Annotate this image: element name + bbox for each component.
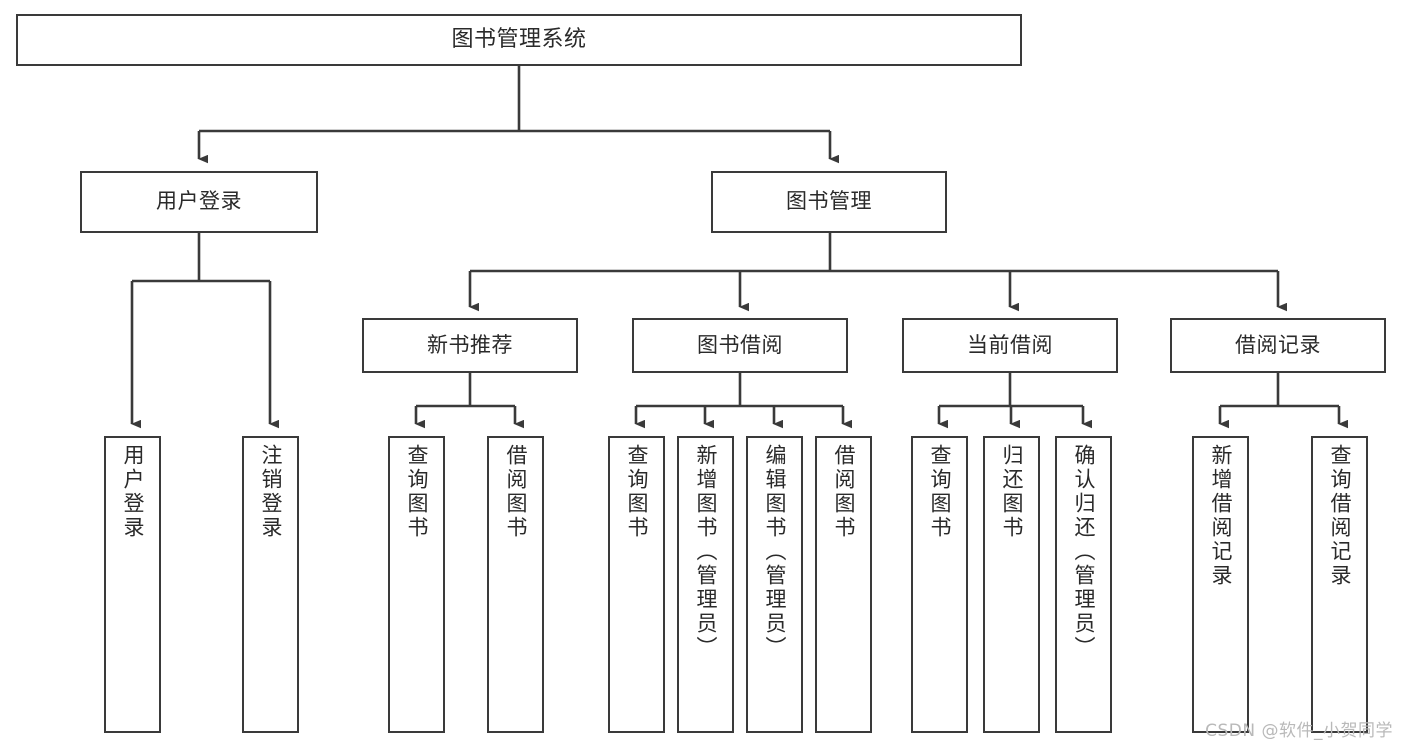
node-leaf-confirm-return-cb[interactable]: 确认归还（管理员） xyxy=(1055,436,1112,733)
node-leaf-query-book-bb[interactable]: 查询图书 xyxy=(608,436,665,733)
node-leaf-borrow-book-rec[interactable]: 借阅图书 xyxy=(487,436,544,733)
node-leaf-add-book-bb-label: 新增图书（管理员） xyxy=(694,444,718,660)
node-leaf-edit-book-bb[interactable]: 编辑图书（管理员） xyxy=(746,436,803,733)
node-current-borrow[interactable]: 当前借阅 xyxy=(902,318,1118,373)
node-leaf-user-logout-label: 注销登录 xyxy=(259,444,283,540)
node-leaf-add-book-bb[interactable]: 新增图书（管理员） xyxy=(677,436,734,733)
node-leaf-return-book-cb[interactable]: 归还图书 xyxy=(983,436,1040,733)
node-borrow-record[interactable]: 借阅记录 xyxy=(1170,318,1386,373)
node-user-login-label: 用户登录 xyxy=(156,189,242,214)
node-leaf-query-record-br-label: 查询借阅记录 xyxy=(1328,444,1352,588)
node-leaf-borrow-book-bb-label: 借阅图书 xyxy=(832,444,856,540)
node-leaf-add-record-br[interactable]: 新增借阅记录 xyxy=(1192,436,1249,733)
node-leaf-return-book-cb-label: 归还图书 xyxy=(1000,444,1024,540)
node-current-borrow-label: 当前借阅 xyxy=(967,332,1053,357)
node-book-manage[interactable]: 图书管理 xyxy=(711,171,947,233)
node-book-borrow[interactable]: 图书借阅 xyxy=(632,318,848,373)
node-leaf-add-record-br-label: 新增借阅记录 xyxy=(1209,444,1233,588)
node-leaf-query-book-bb-label: 查询图书 xyxy=(625,444,649,540)
node-leaf-confirm-return-cb-label: 确认归还（管理员） xyxy=(1072,444,1096,660)
node-user-login[interactable]: 用户登录 xyxy=(80,171,318,233)
node-book-borrow-label: 图书借阅 xyxy=(697,332,783,357)
node-root-label: 图书管理系统 xyxy=(451,26,587,52)
node-leaf-query-book-cb[interactable]: 查询图书 xyxy=(911,436,968,733)
node-leaf-borrow-book-rec-label: 借阅图书 xyxy=(504,444,528,540)
node-leaf-edit-book-bb-label: 编辑图书（管理员） xyxy=(763,444,787,660)
node-book-manage-label: 图书管理 xyxy=(786,189,872,214)
node-borrow-record-label: 借阅记录 xyxy=(1235,332,1321,357)
node-new-book-rec-label: 新书推荐 xyxy=(427,332,513,357)
node-leaf-query-book-rec[interactable]: 查询图书 xyxy=(388,436,445,733)
node-leaf-user-logout[interactable]: 注销登录 xyxy=(242,436,299,733)
node-leaf-query-record-br[interactable]: 查询借阅记录 xyxy=(1311,436,1368,733)
node-leaf-borrow-book-bb[interactable]: 借阅图书 xyxy=(815,436,872,733)
node-root[interactable]: 图书管理系统 xyxy=(16,14,1022,66)
node-leaf-user-login-label: 用户登录 xyxy=(121,444,145,540)
node-leaf-query-book-rec-label: 查询图书 xyxy=(405,444,429,540)
node-leaf-query-book-cb-label: 查询图书 xyxy=(928,444,952,540)
node-new-book-rec[interactable]: 新书推荐 xyxy=(362,318,578,373)
node-leaf-user-login[interactable]: 用户登录 xyxy=(104,436,161,733)
